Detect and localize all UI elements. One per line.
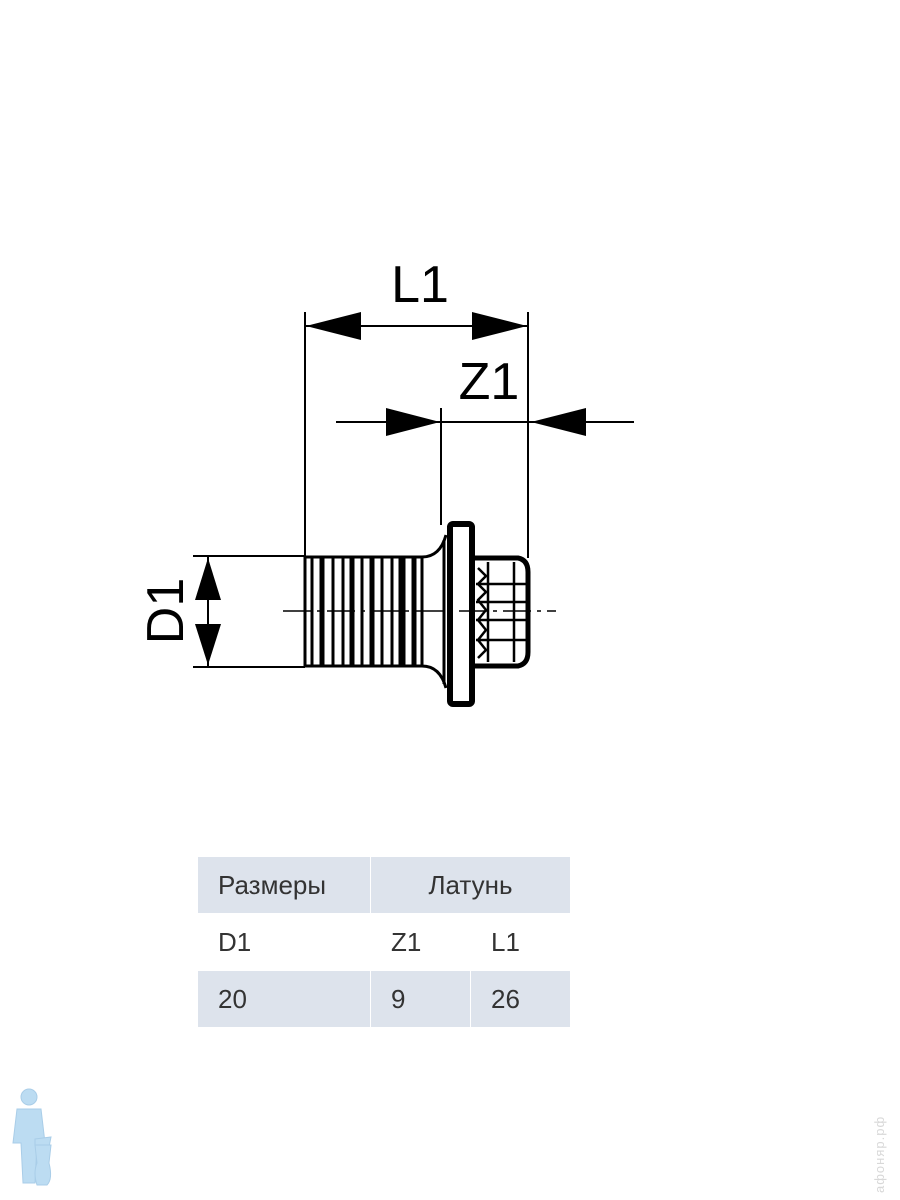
plumber-mascot-logo (12, 1088, 52, 1186)
cell-d1: 20 (197, 970, 371, 1028)
table-header-row: Размеры Латунь (197, 856, 571, 914)
arrow-z1-left (386, 408, 440, 436)
subheader-z1: Z1 (370, 913, 471, 971)
cell-z1: 9 (370, 970, 471, 1028)
arrow-l1-right (472, 312, 527, 340)
dimensions-table: Размеры Латунь D1 Z1 L1 20 9 26 (197, 856, 571, 1028)
arrow-d1-top (195, 558, 221, 600)
arrow-l1-left (306, 312, 361, 340)
subheader-d1: D1 (197, 913, 371, 971)
label-d1: D1 (137, 578, 195, 644)
fitting-plug (303, 521, 531, 707)
technical-drawing: L1 Z1 D1 (137, 256, 634, 707)
table-row: 20 9 26 (197, 970, 571, 1028)
watermark: афоняр.рф (872, 1115, 887, 1193)
table-subheader-row: D1 Z1 L1 (197, 913, 571, 971)
arrow-d1-bottom (195, 624, 221, 665)
header-sizes: Размеры (197, 856, 371, 914)
subheader-l1: L1 (470, 913, 571, 971)
header-material: Латунь (370, 856, 571, 914)
label-l1: L1 (391, 256, 449, 314)
label-z1: Z1 (459, 353, 520, 411)
cell-l1: 26 (470, 970, 571, 1028)
arrow-z1-right (531, 408, 586, 436)
